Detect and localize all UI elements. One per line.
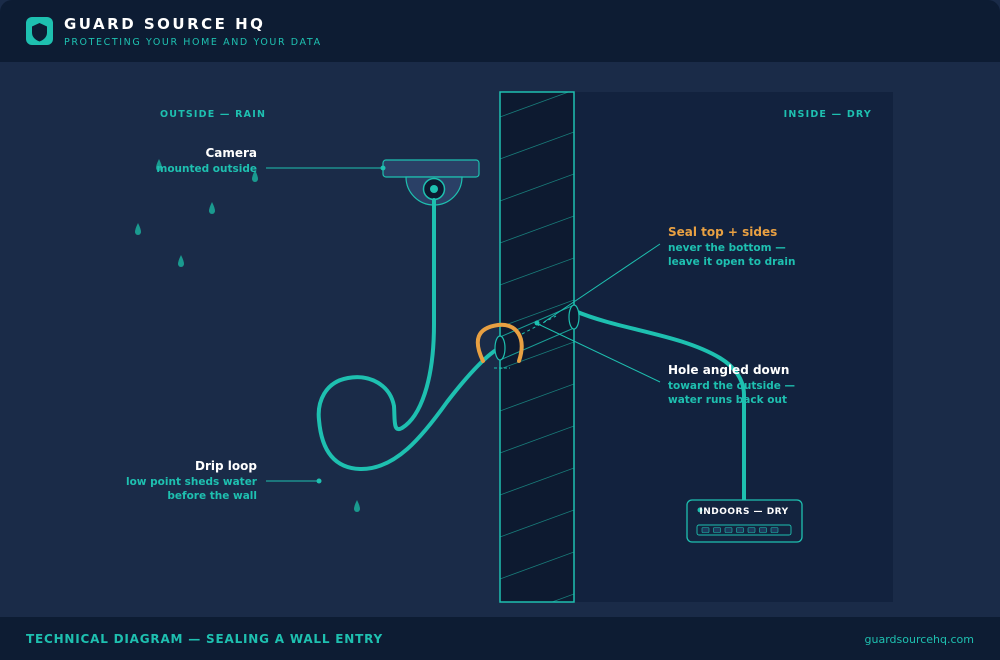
footer-url[interactable]: guardsourcehq.com [864,633,974,646]
zone-label-inside: INSIDE — DRY [784,109,872,120]
brand-title: GUARD SOURCE HQ [64,15,266,33]
header-bar: GUARD SOURCE HQ PROTECTING YOUR HOME AND… [0,0,1000,62]
wall-entry-diagram: OUTSIDE — RAIN INSIDE — DRY [126,91,893,603]
footer-bar: TECHNICAL DIAGRAM — SEALING A WALL ENTRY… [0,617,1000,660]
raindrop-icon [178,255,184,267]
raindrop-icon [156,159,162,171]
leader-dot [316,478,322,484]
cable-inside [573,309,746,502]
footer-title: TECHNICAL DIAGRAM — SEALING A WALL ENTRY [26,632,383,646]
sealant-arc [475,322,524,363]
leader-dot [380,165,386,171]
security-camera-icon [382,159,480,206]
camera-callout-title: Camera [205,146,257,160]
leader-hole [537,323,661,383]
leader-seal [543,243,661,323]
cable-outside [316,198,502,472]
raindrop-icon [135,223,141,235]
drip-callout-line1: low point sheds water [126,476,258,488]
zone-label-outside: OUTSIDE — RAIN [160,109,266,120]
camera-callout-detail: mounted outside [156,163,257,175]
raindrop-icon [252,170,258,182]
raindrop-icon [354,500,360,512]
hole-callout-line2: water runs back out [668,394,787,406]
hole-callout-line1: toward the outside — [668,380,795,392]
drip-callout-line2: before the wall [167,490,257,502]
leader-dot [534,320,540,326]
seal-callout-title: Seal top + sides [668,225,777,239]
hole-callout-title: Hole angled down [668,363,789,377]
wall [499,91,575,603]
seal-callout-line1: never the bottom — [668,242,786,254]
seal-callout-line2: leave it open to drain [668,256,795,268]
shield-icon [26,17,53,45]
brand-tagline: PROTECTING YOUR HOME AND YOUR DATA [64,37,322,48]
raindrop-icon [209,202,215,214]
drip-callout-title: Drip loop [195,459,257,473]
network-switch-icon [686,499,803,543]
indoor-box-label: INDOORS — DRY [699,507,788,517]
